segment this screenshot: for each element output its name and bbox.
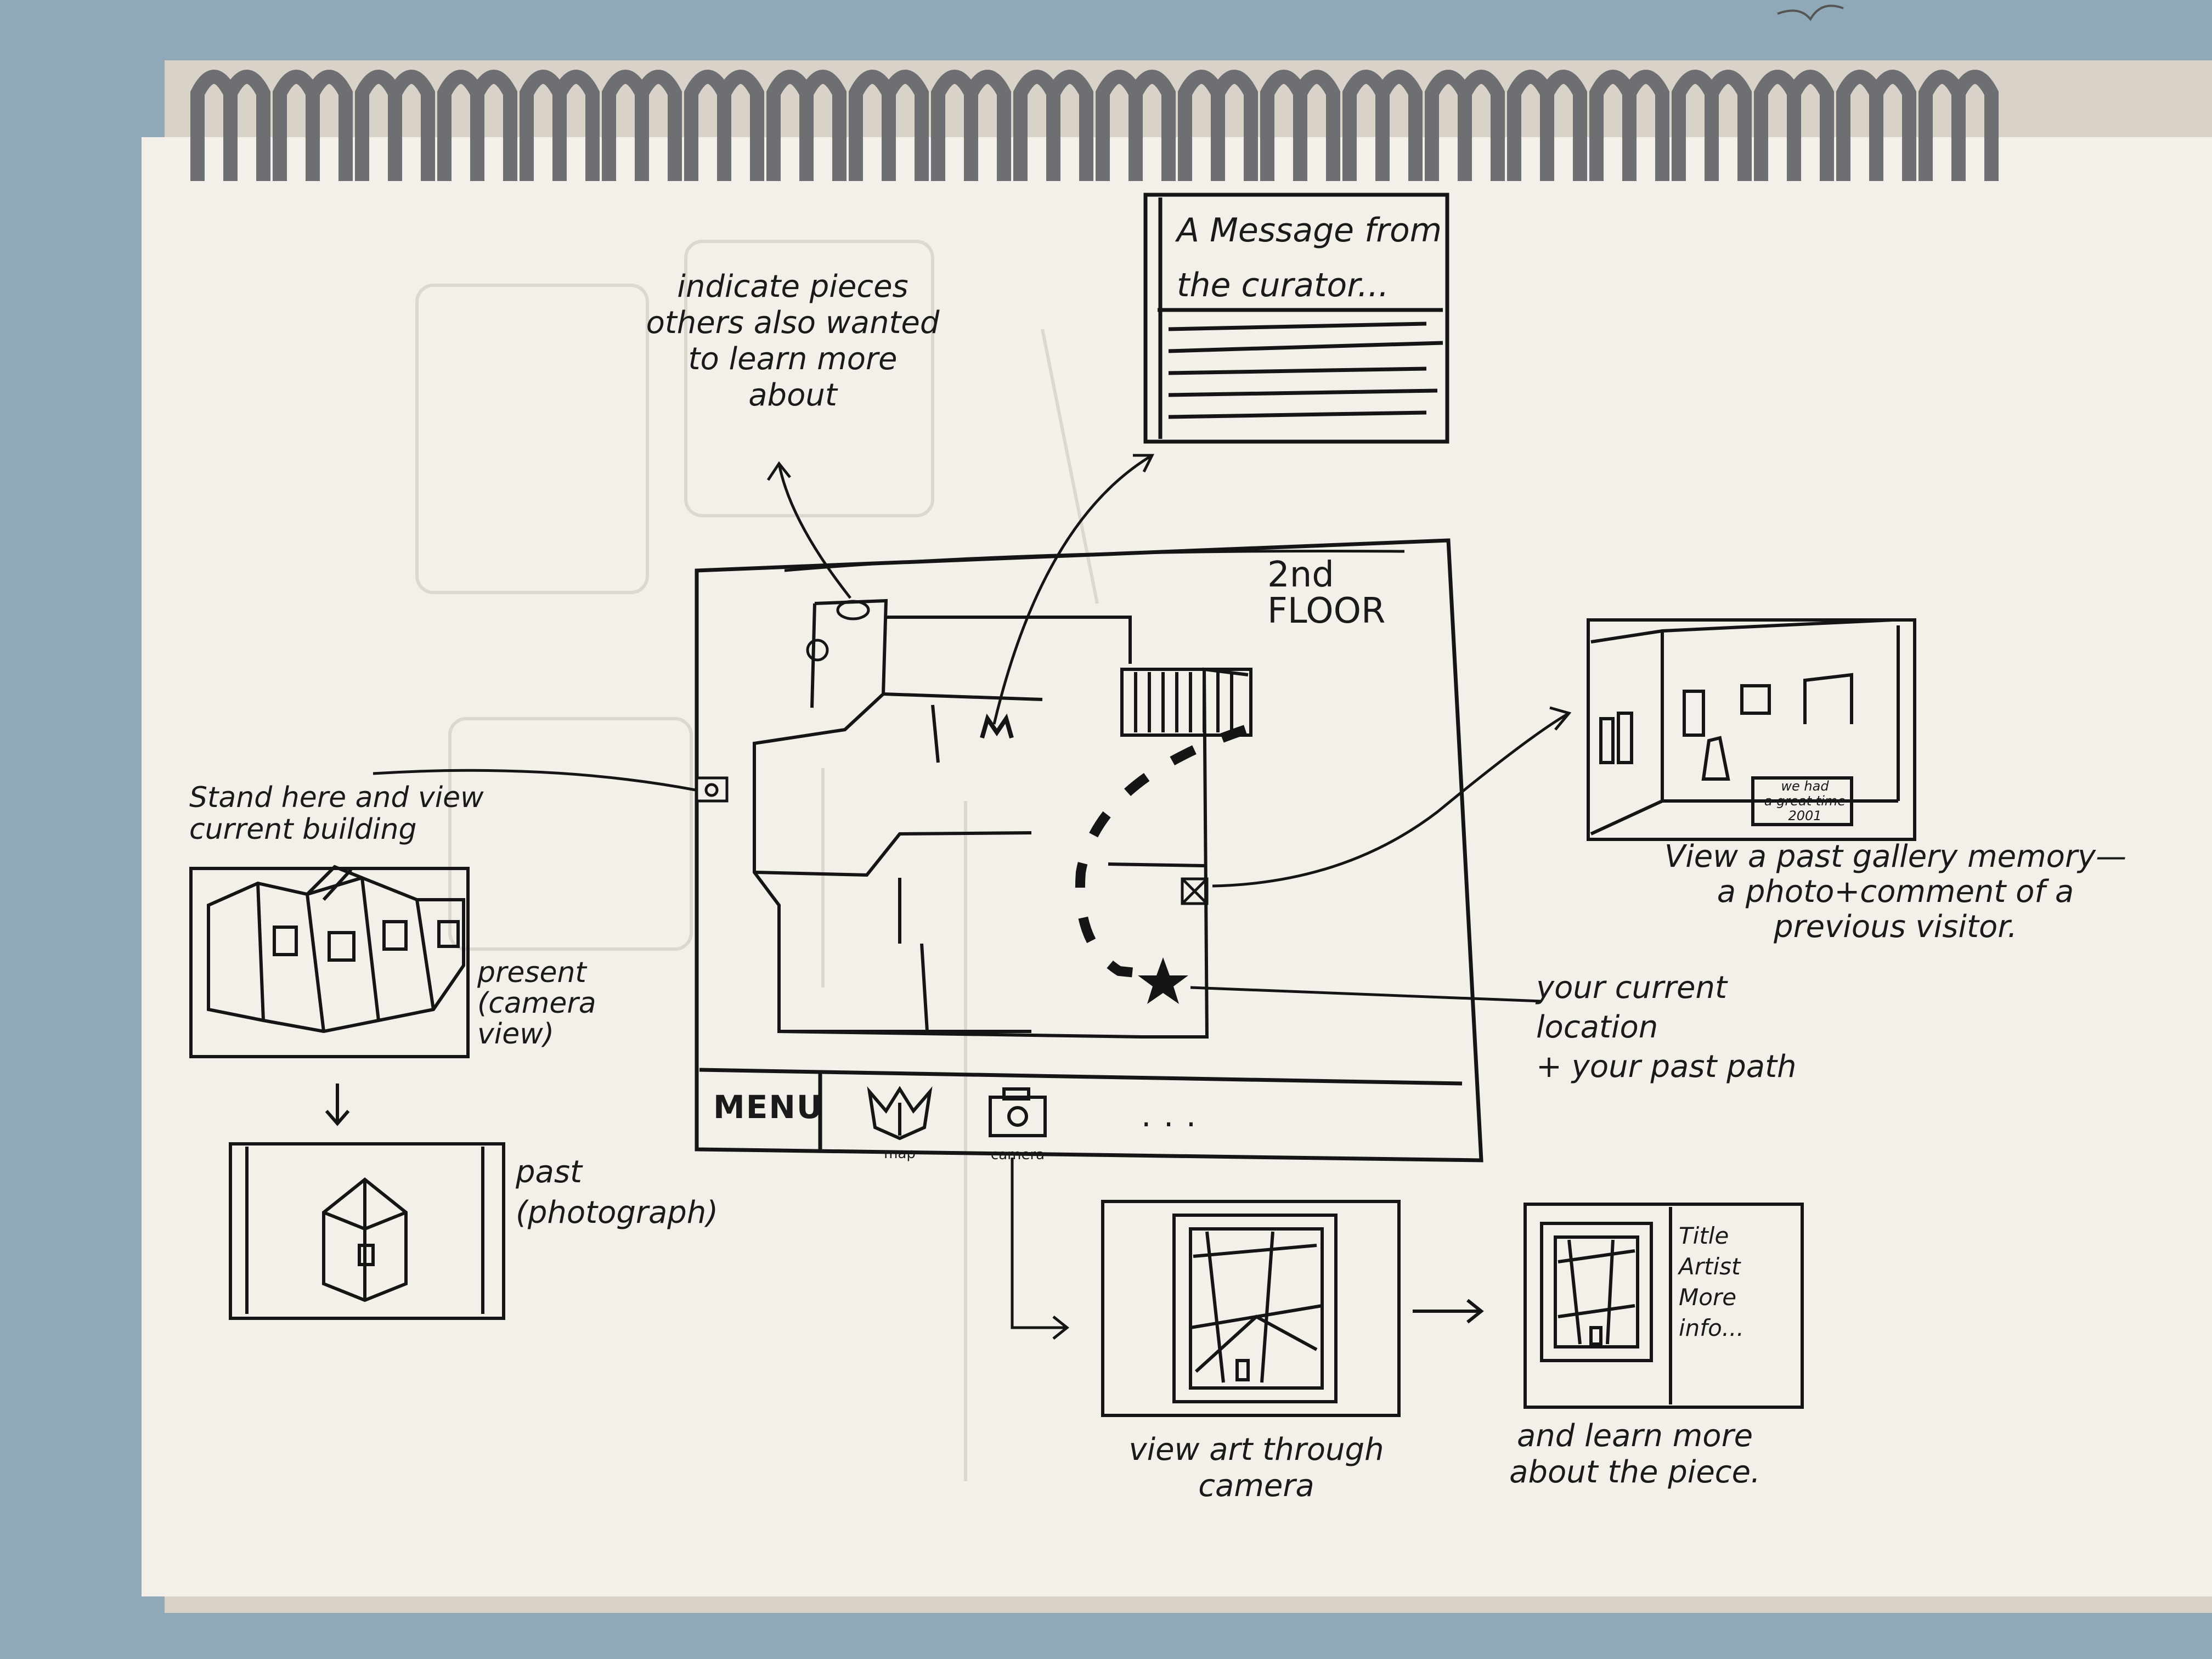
more-menu-button[interactable]: . . . [1141, 1097, 1198, 1134]
spiral-ring [1211, 70, 1258, 181]
down-arrow [325, 1084, 350, 1126]
note-location: your current location + your past path [1536, 970, 1797, 1085]
corner-scribble [1777, 4, 1844, 21]
spiral-ring [223, 70, 270, 181]
spiral-ring [1951, 70, 1999, 181]
camera-nav-icon[interactable] [989, 1087, 1047, 1137]
memory-caption: we had a great time 2001 [1764, 778, 1846, 823]
spiral-ring [388, 70, 435, 181]
spiral-binding [190, 70, 1999, 181]
gallery-memory-marker-icon[interactable] [1181, 877, 1209, 905]
spiral-ring [635, 70, 682, 181]
spiral-ring [1458, 70, 1505, 181]
gallery-memory-photo [1587, 618, 1916, 841]
faint-background-sketches [415, 240, 1099, 1481]
note-past: past (photograph) [516, 1154, 719, 1231]
floor-label: 2nd FLOOR [1267, 555, 1386, 631]
spiral-ring [1540, 70, 1587, 181]
spiral-ring [1128, 70, 1176, 181]
note-pieces: indicate pieces others also wanted to le… [646, 269, 940, 413]
phone-frame [695, 538, 1483, 1163]
spiral-ring [306, 70, 353, 181]
note-view-art: view art through camera [1128, 1432, 1384, 1504]
curator-card-title: A Message from the curator... [1177, 211, 1442, 304]
note-present: present (camera view) [477, 956, 596, 1051]
popular-piece-marker-icon[interactable] [806, 600, 870, 662]
spiral-ring [799, 70, 847, 181]
spiral-ring [470, 70, 517, 181]
annotation-arrows [373, 454, 1572, 1340]
spiral-ring [1705, 70, 1752, 181]
art-info-text: Title Artist More info... [1679, 1222, 1744, 1341]
camera-viewpoint-marker-icon[interactable] [695, 776, 729, 803]
art-camera-view [1101, 1200, 1401, 1417]
spiral-ring [552, 70, 600, 181]
map-nav-label[interactable]: map [884, 1146, 916, 1162]
curator-marker-icon[interactable] [980, 713, 1014, 739]
spiral-ring [1622, 70, 1669, 181]
right-arrow [1413, 1299, 1484, 1324]
spiral-ring [1869, 70, 1916, 181]
spiral-ring [1293, 70, 1340, 181]
note-stand-here: Stand here and view current building [189, 781, 484, 846]
spiral-ring [717, 70, 764, 181]
note-gallery-memory: View a past gallery memory— a photo+comm… [1664, 839, 2127, 945]
current-location-star-icon[interactable] [1138, 957, 1188, 1004]
map-nav-icon[interactable] [867, 1086, 933, 1141]
menu-button[interactable]: MENU [713, 1088, 823, 1126]
stairs-icon [1120, 668, 1252, 737]
spiral-ring [1787, 70, 1834, 181]
past-path [1075, 725, 1247, 979]
camera-nav-label[interactable]: camera [990, 1147, 1045, 1163]
art-detail-view [1523, 1203, 1804, 1409]
floor-map [753, 599, 1249, 1039]
spiral-ring [1375, 70, 1423, 181]
present-building-sketch [189, 865, 470, 1058]
curator-message-card [1143, 193, 1449, 444]
spiral-ring [1046, 70, 1093, 181]
past-photograph-sketch [229, 1142, 505, 1320]
note-learn-more: and learn more about the piece. [1509, 1418, 1760, 1490]
spiral-ring [882, 70, 929, 181]
spiral-ring [964, 70, 1011, 181]
